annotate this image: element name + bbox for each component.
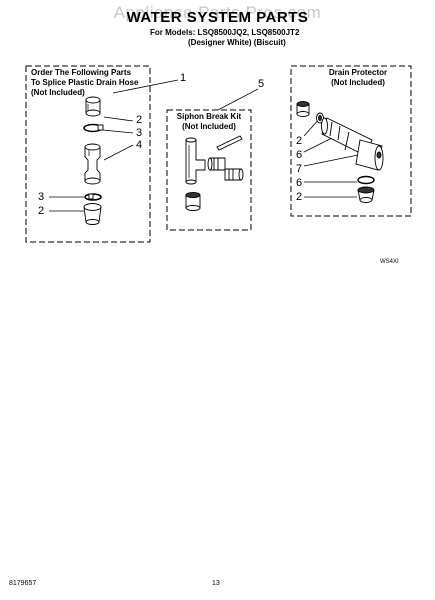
page-number: 13 [212,580,220,587]
middle-box-border [166,109,252,231]
left-box-title: Order The Following Parts To Splice Plas… [31,68,139,97]
leader-left-3a [102,129,134,134]
page-title: WATER SYSTEM PARTS [126,9,309,26]
callout-left-3b: 3 [38,191,45,203]
callout-left-2b: 2 [38,205,45,217]
siphon-cap [185,192,201,211]
leader-5 [217,88,259,111]
drain-protector-washer [357,175,375,185]
middle-box-title: Siphon Break Kit (Not Included) [176,112,242,131]
siphon-tee [185,137,206,185]
watermark: Appliance Parts Pros.com [113,3,322,22]
hose-clamp-bottom [84,193,102,201]
leader-left-4 [103,144,134,161]
callout-left-3a: 3 [136,127,143,139]
drain-protector-body [321,117,384,171]
leader-left-2a [103,116,134,122]
right-box-border [290,65,412,217]
drain-protector-top-cap [296,101,310,117]
leader-1 [112,79,179,94]
callout-right-2a: 2 [296,135,303,147]
callout-right-2b: 2 [296,191,303,203]
diagram-code: WS4XI [380,259,399,265]
leader-right-7 [303,153,364,167]
hose-coupler-bottom [83,203,102,225]
hose-connector [84,143,101,185]
callout-1: 1 [180,72,187,84]
right-box-title: Drain Protector (Not Included) [328,68,388,87]
callout-left-2a: 2 [136,114,143,126]
versions-line: (Designer White) (Biscuit) [188,38,286,47]
siphon-fitting-lower [224,168,244,181]
hose-clamp-top [83,123,104,133]
siphon-fitting-upper [207,157,226,171]
hose-coupler-top [85,96,101,117]
callout-right-6a: 6 [296,149,303,161]
callout-5: 5 [258,78,265,90]
models-line: For Models: LSQ8500JQ2, LSQ8500JT2 [150,28,300,37]
callout-right-6b: 6 [296,177,303,189]
left-box-border [25,65,151,243]
doc-number: 8179657 [9,580,37,587]
callout-left-4: 4 [136,139,143,151]
siphon-tube [216,135,243,151]
callout-right-7: 7 [296,163,303,175]
drain-protector-bottom-cap [357,186,375,203]
